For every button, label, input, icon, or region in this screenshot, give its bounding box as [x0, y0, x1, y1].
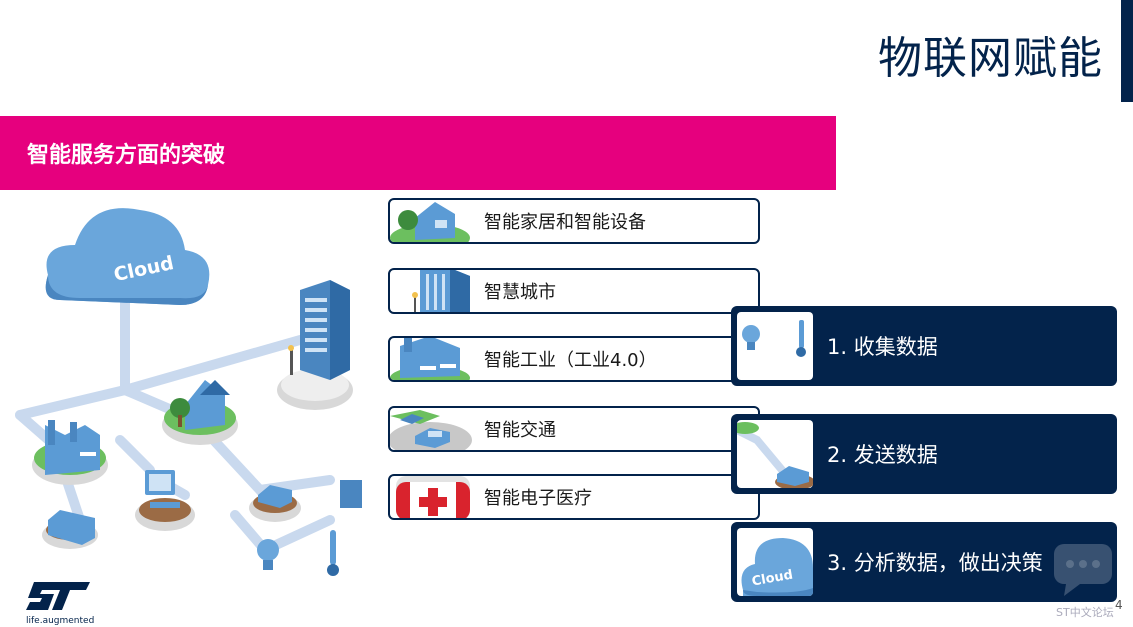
step-label: 1. 收集数据: [827, 335, 938, 359]
domain-label: 智慧城市: [484, 282, 556, 303]
building-icon: [277, 280, 353, 410]
svg-text:Cloud: Cloud: [751, 568, 794, 590]
step-label: 2. 发送数据: [827, 443, 938, 467]
sensor-icon: [737, 312, 813, 380]
section-banner: 智能服务方面的突破: [0, 116, 836, 190]
cloud-icon: Cloud: [45, 208, 210, 305]
st-logo: [26, 582, 90, 610]
chat-bubble-icon: [1054, 544, 1112, 596]
domain-label: 智能家居和智能设备: [484, 212, 646, 233]
title-accent-bar: [1121, 0, 1133, 102]
page-number: 4: [1115, 598, 1123, 612]
domain-item-smart-medical[interactable]: 智能电子医疗: [388, 474, 760, 520]
domain-item-smart-industry[interactable]: 智能工业（工业4.0）: [388, 336, 760, 382]
domain-item-smart-transport[interactable]: 智能交通: [388, 406, 760, 452]
cloud-icon: Cloud: [737, 528, 813, 596]
step-label: 3. 分析数据，做出决策: [827, 551, 1043, 575]
domain-label: 智能交通: [484, 420, 556, 441]
step-send-data[interactable]: 2. 发送数据: [731, 414, 1117, 494]
car-icon: [390, 408, 476, 450]
domain-item-smart-city[interactable]: 智慧城市: [388, 268, 760, 314]
logo-tagline: life.augmented: [26, 616, 95, 626]
medical-kit-icon: [390, 476, 476, 518]
iot-network-illustration: Cloud: [15, 208, 362, 576]
house-icon: [162, 380, 238, 445]
house-icon: [390, 200, 476, 242]
computer-icon: [135, 470, 195, 531]
watermark: ST中文论坛: [1056, 606, 1114, 619]
factory-icon: [32, 420, 108, 485]
step-analyze-data[interactable]: Cloud 3. 分析数据，做出决策: [731, 522, 1117, 602]
domain-item-smart-home[interactable]: 智能家居和智能设备: [388, 198, 760, 244]
building-icon: [390, 270, 476, 312]
banner-title: 智能服务方面的突破: [27, 143, 226, 168]
gateway-icon: [737, 420, 813, 488]
domain-label: 智能电子医疗: [484, 488, 592, 509]
gateway-icon: [42, 480, 362, 549]
page-title: 物联网赋能: [878, 33, 1103, 84]
sensor-icon: [257, 530, 339, 576]
step-collect-data[interactable]: 1. 收集数据: [731, 306, 1117, 386]
domain-label: 智能工业（工业4.0）: [484, 350, 657, 371]
factory-icon: [390, 338, 476, 380]
